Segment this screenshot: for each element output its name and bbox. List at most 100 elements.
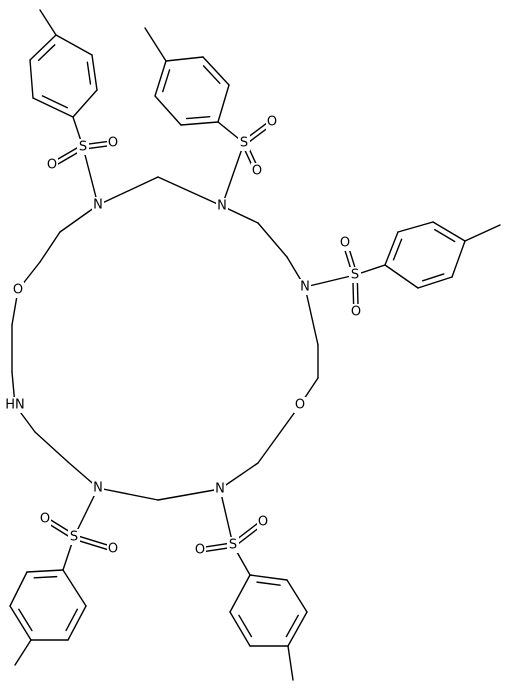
ring-chain <box>157 488 221 501</box>
sulfonyl-oxygen-background <box>194 542 206 558</box>
sulfonyl-oxygen: O <box>108 542 118 557</box>
sulfur-5: S <box>229 538 237 553</box>
ring-chain <box>39 231 61 263</box>
tolyl-ring-5-bond <box>287 611 308 647</box>
tolyl-ring-3-inner-bond <box>392 238 403 261</box>
ring-chain <box>34 431 69 463</box>
sulfur-5-background <box>227 537 239 553</box>
sulfur-4-background <box>68 529 80 545</box>
methyl-bond <box>14 639 32 666</box>
tolyl-ring-2-bond <box>217 84 230 123</box>
tolyl-ring-2-bond <box>202 56 230 86</box>
n-s-bond <box>219 488 234 546</box>
sulfonyl-oxygen: O <box>258 515 268 530</box>
tolyl-ring-4-bond <box>26 569 64 573</box>
sulfur-2-background <box>238 135 250 151</box>
nitrogen-bottom-left: N <box>93 481 103 496</box>
sulfur-1: S <box>79 140 87 155</box>
tolyl-ring-3-bond <box>384 231 399 266</box>
methyl-bond <box>287 645 294 681</box>
ring-chain <box>257 222 288 258</box>
ring-chain <box>219 462 259 490</box>
tolyl-ring-1-inner-bond <box>41 95 69 109</box>
nitrogen-top-left: N <box>93 198 103 213</box>
n-s-bond <box>304 274 356 288</box>
nitrogen-right-background <box>299 279 311 295</box>
tolyl-ring-3-bond <box>417 276 453 289</box>
ether-oxygen-right-background <box>294 397 306 413</box>
sulfonyl-oxygen: O <box>47 158 57 173</box>
tolyl-ring-2-inner-bond <box>185 116 211 120</box>
sulfonyl-oxygen: O <box>267 115 277 130</box>
tolyl-ring-4-bond <box>9 571 28 607</box>
ring-chain <box>59 204 99 233</box>
tolyl-ring-4-inner-bond <box>65 608 78 632</box>
tolyl-ring-1-inner-bond <box>86 61 92 85</box>
sulfonyl-oxygen-background <box>107 135 119 151</box>
tolyl-ring-3-bond <box>432 221 466 242</box>
tolyl-ring-5-bond <box>229 611 251 647</box>
sulfur-3-background <box>349 267 361 283</box>
nitrogen-bottom-right: N <box>215 482 225 497</box>
tolyl-ring-4-bond <box>62 569 87 607</box>
sulfonyl-oxygen-background <box>257 514 269 530</box>
n-s-bond <box>221 142 245 207</box>
sulfonyl-oxygen-background <box>46 157 58 173</box>
tolyl-ring-4-inner-bond <box>33 575 58 579</box>
tolyl-ring-4-bond <box>9 605 32 641</box>
n-s-bond <box>73 487 99 538</box>
tolyl-ring-3-bond <box>384 264 419 289</box>
ring-chain <box>157 176 223 207</box>
tolyl-ring-3-inner-bond <box>434 228 456 243</box>
nitrogen-bottom-right-background <box>214 481 226 497</box>
tolyl-ring-1-bond <box>72 89 98 118</box>
sulfonyl-oxygen: O <box>108 136 118 151</box>
tolyl-ring-4-bond <box>67 605 87 641</box>
sulfonyl-oxygen-background <box>350 304 362 320</box>
tolyl-ring-2-bond <box>180 121 219 126</box>
n-s-bond <box>82 146 99 206</box>
sulfur-1-background <box>77 139 89 155</box>
tolyl-ring-5-inner-bond <box>256 581 281 586</box>
sulfonyl-oxygen-background <box>39 511 51 527</box>
amine-nh-left: HN <box>5 398 25 413</box>
tolyl-ring-1-bond <box>29 59 34 99</box>
nitrogen-bottom-left-background <box>92 480 104 496</box>
ether-oxygen-left: O <box>13 283 23 298</box>
sulfonyl-oxygen-background <box>339 235 351 251</box>
tolyl-ring-2-bond <box>154 60 167 97</box>
sulfonyl-oxygen-background <box>266 114 278 130</box>
sulfonyl-oxygen: O <box>40 512 50 527</box>
sulfonyl-oxygen-background <box>251 163 263 179</box>
nitrogen-top-middle: N <box>217 199 227 214</box>
tolyl-ring-3-inner-bond <box>421 273 445 282</box>
tolyl-ring-2-inner-bond <box>202 65 221 85</box>
ether-oxygen-right: O <box>295 398 305 413</box>
sulfonyl-oxygen-background <box>107 541 119 557</box>
tolyl-ring-1-bond <box>32 97 74 118</box>
tolyl-ring-1-bond <box>55 34 93 56</box>
sulfonyl-oxygen: O <box>252 164 262 179</box>
tolyl-ring-1-bond <box>29 34 57 61</box>
tolyl-ring-5-bond <box>286 579 308 613</box>
tolyl-ring-1-bond <box>91 54 98 91</box>
tolyl-ring-2-bond <box>165 56 204 62</box>
sulfur-4: S <box>70 530 78 545</box>
sulfonyl-oxygen: O <box>351 305 361 320</box>
tolyl-ring-1-inner-bond <box>37 44 56 62</box>
methyl-bond <box>464 224 501 242</box>
tolyl-ring-5-bond <box>229 574 251 613</box>
ring-chain <box>97 176 159 206</box>
sulfonyl-oxygen: O <box>195 543 205 558</box>
tolyl-ring-3-bond <box>397 221 434 233</box>
sulfonyl-oxygen: O <box>340 236 350 251</box>
nitrogen-right: N <box>300 280 310 295</box>
tolyl-ring-4-inner-bond <box>18 608 33 632</box>
tolyl-ring-5-bond <box>249 574 288 581</box>
ring-chain <box>257 404 301 464</box>
ring-chain <box>304 286 319 346</box>
nitrogen-top-left-background <box>92 197 104 213</box>
tolyl-ring-2-inner-bond <box>162 69 171 93</box>
